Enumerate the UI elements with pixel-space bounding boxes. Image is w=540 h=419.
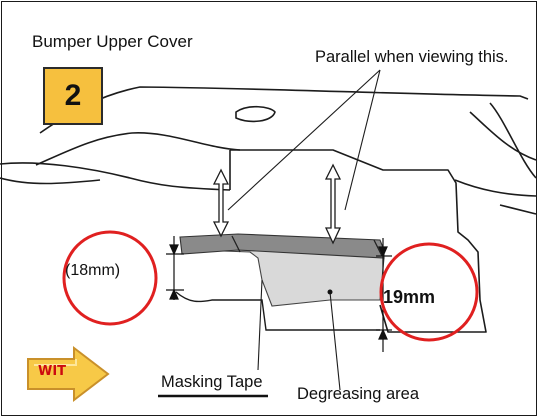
step-number: 2 (64, 79, 82, 112)
bumper-cover-outline (0, 86, 537, 333)
highlight-circle-right (379, 242, 479, 342)
dimension-left (166, 236, 184, 300)
tape-fold-marks (231, 235, 383, 257)
parallel-arrows (212, 163, 342, 245)
masking-tape-label: Masking Tape (161, 373, 263, 391)
gap-left-label: (18mm) (65, 262, 121, 279)
step-number-badge: 2 (43, 67, 103, 125)
leader-lines (227, 69, 381, 391)
dimension-right (376, 238, 392, 352)
highlight-circle-left (62, 230, 158, 326)
lower-edge-outline (175, 291, 380, 331)
wit-arrow-icon (27, 345, 110, 403)
wit-badge-text: WIT (38, 364, 67, 379)
degreasing-area (194, 249, 385, 307)
degreasing-area-label: Degreasing area (297, 385, 419, 403)
parallel-note-label: Parallel when viewing this. (315, 48, 509, 66)
gap-right-label: 19mm (383, 287, 436, 307)
degreasing-pointer-dot (327, 289, 333, 295)
bumper-upper-cover-label: Bumper Upper Cover (32, 32, 193, 51)
